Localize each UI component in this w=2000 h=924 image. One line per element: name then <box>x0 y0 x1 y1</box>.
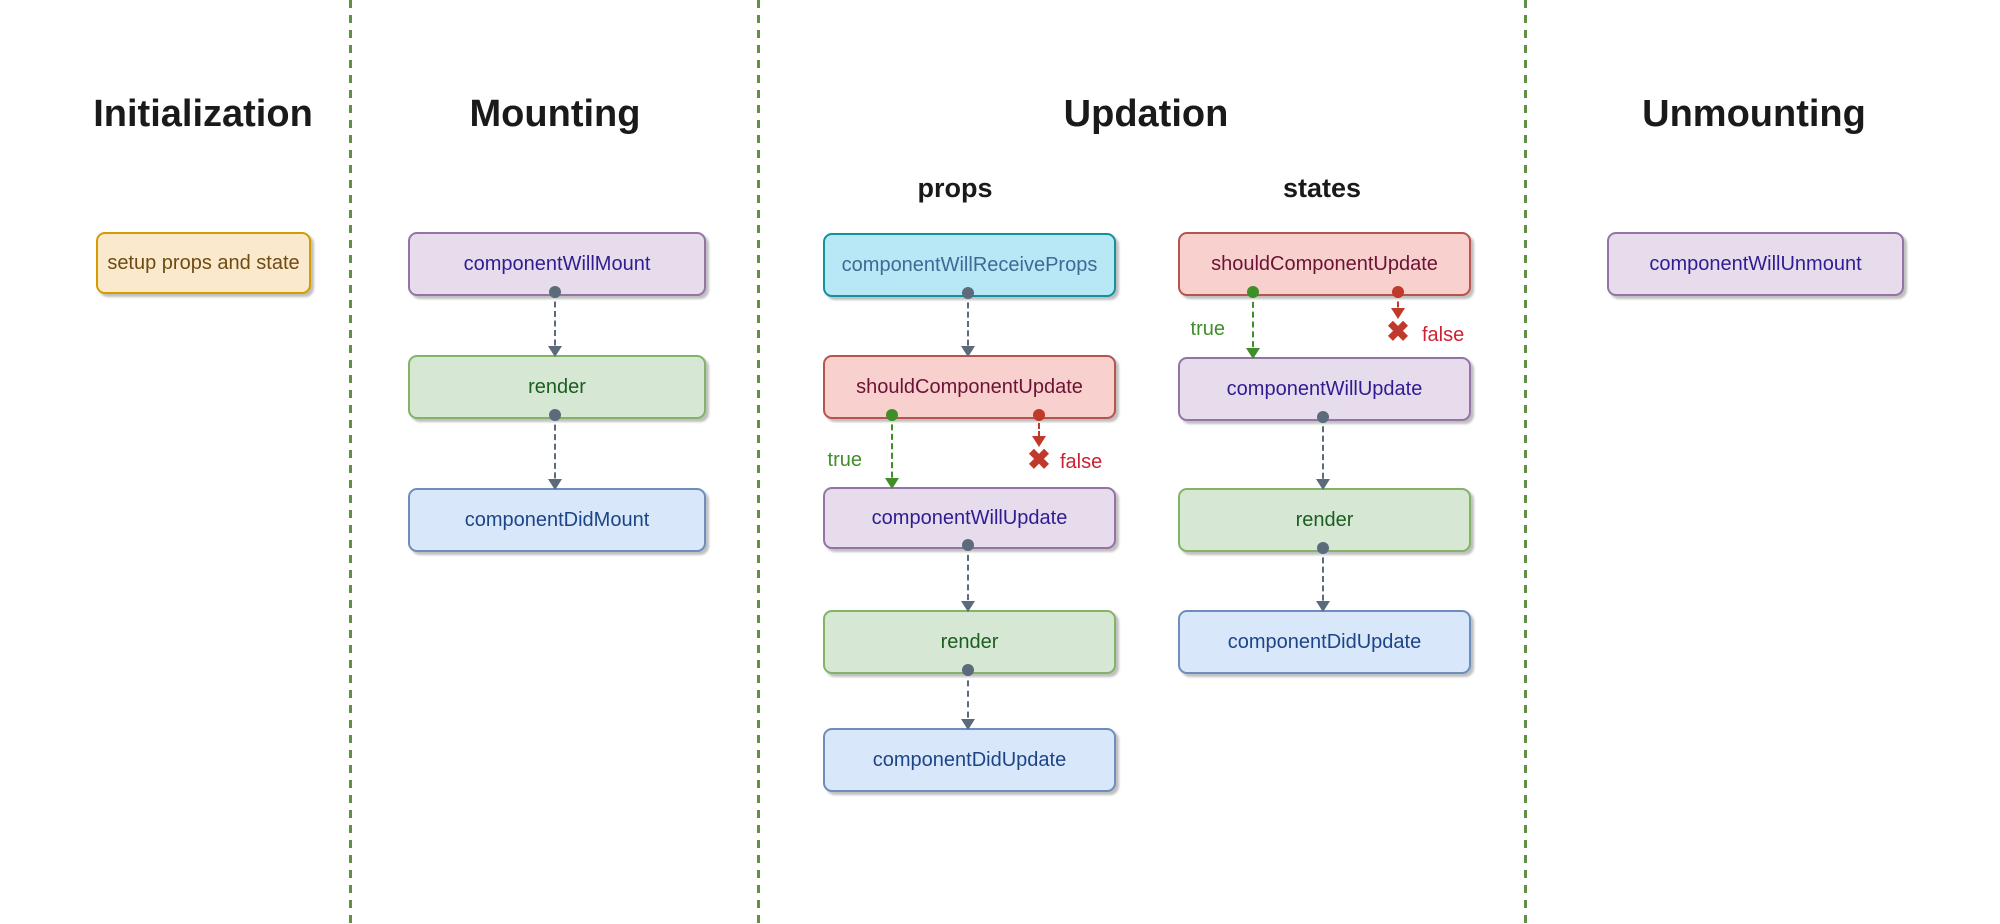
node-props-render: render <box>823 610 1116 674</box>
node-props-shouldComponentUpdate: shouldComponentUpdate <box>823 355 1116 419</box>
connector-dot <box>1392 286 1404 298</box>
connector-dot <box>962 664 974 676</box>
lane-separator <box>757 0 760 924</box>
arrow-states-true-branch <box>1246 286 1260 359</box>
false-x-icon: ✖ <box>1386 316 1410 347</box>
node-componentWillMount: componentWillMount <box>408 232 706 296</box>
arrow-willmount-to-render <box>548 286 562 357</box>
connector-dot <box>962 287 974 299</box>
connector-dot <box>1033 409 1045 421</box>
arrowhead-icon <box>961 601 975 612</box>
node-states-render: render <box>1178 488 1471 552</box>
arrowhead-icon <box>548 346 562 357</box>
arrowhead-icon <box>961 719 975 730</box>
arrowhead-icon <box>1316 601 1330 612</box>
node-componentWillUnmount: componentWillUnmount <box>1607 232 1904 296</box>
lane-title-initialization: Initialization <box>93 93 313 135</box>
arrow-states-willupdate-to-render <box>1316 411 1330 490</box>
arrowhead-icon <box>1032 436 1046 447</box>
false-label: false <box>1060 451 1103 473</box>
arrow-props-false-branch <box>1032 409 1046 447</box>
connector-dot <box>1317 542 1329 554</box>
arrow-states-false-branch <box>1391 286 1405 319</box>
connector-dot <box>549 286 561 298</box>
true-label: true <box>827 449 862 471</box>
connector-dot <box>886 409 898 421</box>
arrowhead-icon <box>961 346 975 357</box>
arrow-props-true-branch <box>885 409 899 489</box>
node-componentDidMount: componentDidMount <box>408 488 706 552</box>
sublane-title-states: states <box>1282 173 1362 203</box>
arrow-receiveprops-to-shouldupdate <box>961 287 975 357</box>
node-setup-props-and-state: setup props and state <box>96 232 311 294</box>
lane-title-mounting: Mounting <box>469 93 641 135</box>
arrow-render-to-didmount <box>548 409 562 490</box>
connector-dot <box>1247 286 1259 298</box>
false-label: false <box>1422 324 1465 346</box>
connector-dot <box>962 539 974 551</box>
arrow-states-render-to-didupdate <box>1316 542 1330 612</box>
lane-title-unmounting: Unmounting <box>1642 93 1866 135</box>
node-states-componentDidUpdate: componentDidUpdate <box>1178 610 1471 674</box>
arrowhead-icon <box>885 478 899 489</box>
connector-dot <box>549 409 561 421</box>
lane-title-updation: Updation <box>1063 93 1229 135</box>
node-states-shouldComponentUpdate: shouldComponentUpdate <box>1178 232 1471 296</box>
arrow-props-render-to-didupdate <box>961 664 975 730</box>
sublane-title-props: props <box>917 173 993 203</box>
node-states-componentWillUpdate: componentWillUpdate <box>1178 357 1471 421</box>
arrowhead-icon <box>548 479 562 490</box>
node-componentWillReceiveProps: componentWillReceiveProps <box>823 233 1116 297</box>
arrow-props-willupdate-to-render <box>961 539 975 612</box>
arrowhead-icon <box>1246 348 1260 359</box>
arrowhead-icon <box>1316 479 1330 490</box>
arrowhead-icon <box>1391 308 1405 319</box>
lane-separator <box>1524 0 1527 924</box>
false-x-icon: ✖ <box>1027 444 1051 475</box>
true-label: true <box>1190 318 1225 340</box>
node-props-componentDidUpdate: componentDidUpdate <box>823 728 1116 792</box>
connector-dot <box>1317 411 1329 423</box>
lane-separator <box>349 0 352 924</box>
